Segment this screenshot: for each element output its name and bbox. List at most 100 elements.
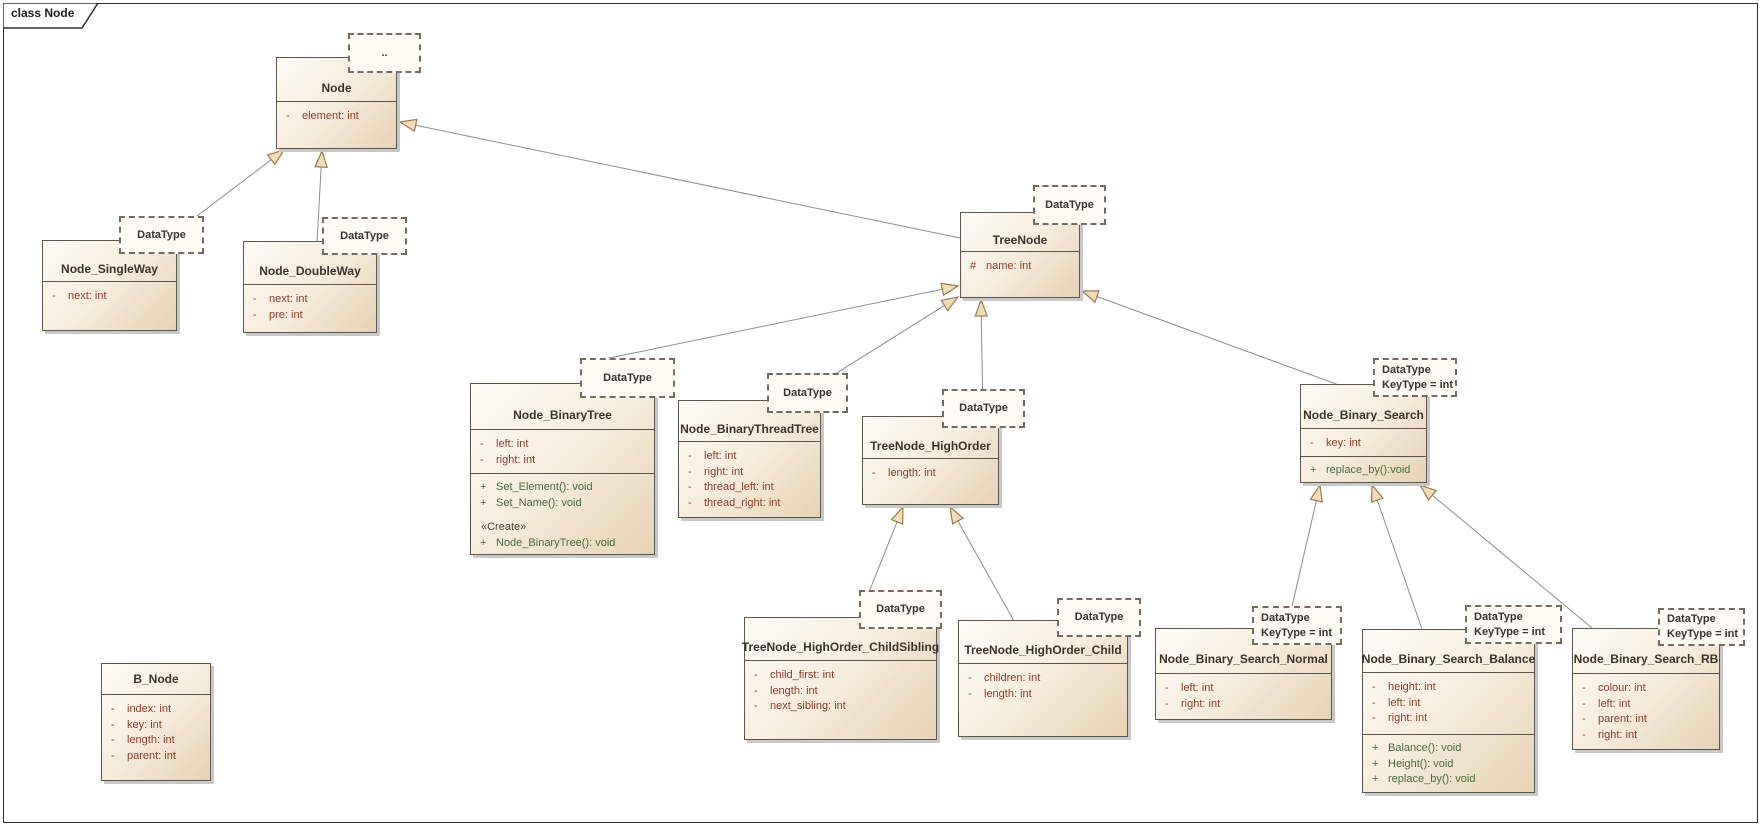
attribute-row[interactable]: -next: int — [244, 292, 376, 308]
attribute-row-text: element: int — [302, 110, 359, 122]
generalization-connector-balance-to-nbs[interactable] — [1370, 483, 1423, 630]
operation-row[interactable]: «Create» — [471, 520, 654, 536]
class-name-balance: Node_Binary_Search_Balance — [1361, 652, 1536, 666]
attributes-compartment: -left: int-right: int — [1156, 673, 1331, 712]
class-treenode[interactable]: TreeNode #name: int — [960, 212, 1080, 298]
template-parameter-box-node[interactable]: .. — [348, 33, 421, 73]
attribute-row[interactable]: -length: int — [863, 466, 998, 482]
generalization-connector-hochild-to-highorder[interactable] — [949, 505, 1015, 622]
attribute-row[interactable]: -child_first: int — [745, 668, 936, 684]
template-parameter-box-bthread[interactable]: DataType — [767, 373, 848, 413]
attribute-row[interactable]: -right: int — [471, 453, 654, 469]
template-parameter-box-hochild[interactable]: DataType — [1057, 598, 1141, 637]
generalization-connector-rb-to-nbs[interactable] — [1418, 483, 1593, 629]
attribute-row[interactable]: -parent: int — [102, 749, 210, 765]
generalization-connector-nbs-to-treenode[interactable] — [1080, 290, 1348, 389]
operation-row[interactable]: +replace_by(): void — [1363, 772, 1534, 788]
attribute-row[interactable]: -parent: int — [1573, 712, 1719, 728]
attribute-row[interactable]: -left: int — [471, 437, 654, 453]
operation-row-text: Set_Element(): void — [496, 481, 593, 493]
attribute-row-text: length: int — [770, 684, 818, 697]
operation-row[interactable]: +Height(): void — [1363, 757, 1534, 773]
stereotype-label: «Create» — [481, 521, 527, 533]
class-nbs[interactable]: Node_Binary_Search-key: int+replace_by()… — [1300, 384, 1427, 483]
class-highorder[interactable]: TreeNode_HighOrder-length: int — [862, 416, 999, 505]
attribute-row[interactable]: -left: int — [1573, 697, 1719, 713]
operation-row[interactable]: +replace_by():void — [1301, 463, 1426, 479]
operation-row-text: Height(): void — [1388, 757, 1454, 770]
generalization-connector-btree-to-treenode[interactable] — [589, 282, 960, 363]
attribute-row[interactable]: -right: int — [1156, 697, 1331, 713]
attribute-row[interactable]: -index: int — [102, 702, 210, 718]
attribute-row[interactable]: -left: int — [679, 449, 820, 465]
template-parameter-box-double[interactable]: DataType — [322, 217, 407, 255]
attributes-compartment: -colour: int-left: int-parent: int-right… — [1573, 673, 1719, 743]
class-btree[interactable]: Node_BinaryTree-left: int-right: int+Set… — [470, 383, 655, 555]
operation-row[interactable]: +Set_Element(): void — [471, 480, 654, 496]
class-balance[interactable]: Node_Binary_Search_Balance -height: int-l… — [1362, 629, 1535, 793]
attribute-row-text: next: int — [68, 290, 107, 302]
attribute-row[interactable]: -next: int — [43, 289, 176, 305]
attribute-row[interactable]: #name: int — [961, 259, 1079, 275]
attribute-row[interactable]: -thread_left: int — [679, 480, 820, 496]
attribute-row[interactable]: -length: int — [959, 687, 1127, 703]
attribute-row-text: name: int — [986, 260, 1032, 272]
template-parameter-text: DataType — [1382, 363, 1431, 376]
template-parameter-box-childsib[interactable]: DataType — [859, 590, 942, 629]
template-parameter-box-highorder[interactable]: DataType — [942, 389, 1025, 428]
attributes-compartment: -height: int-left: int-right: int — [1363, 672, 1534, 734]
attribute-row[interactable]: -key: int — [102, 718, 210, 734]
class-rb[interactable]: Node_Binary_Search_RB-colour: int-left: … — [1572, 628, 1720, 750]
attribute-row[interactable]: -element: int — [277, 109, 396, 125]
attribute-row[interactable]: -length: int — [745, 684, 936, 700]
attribute-row-text: index: int — [127, 703, 172, 715]
class-childsib[interactable]: TreeNode_HighOrder_ChildSibling-child_fi… — [742, 617, 939, 740]
generalization-connector-double-to-node[interactable] — [314, 149, 328, 244]
template-parameter-box-treenode[interactable]: DataType — [1033, 185, 1106, 225]
class-bnode[interactable]: B_Node-index: int-key: int-length: int-p… — [101, 663, 211, 781]
attribute-row[interactable]: -children: int — [959, 671, 1127, 687]
class-double[interactable]: Node_DoubleWay-next: int-pre: int — [243, 241, 377, 333]
visibility-marker: - — [111, 734, 115, 746]
attribute-row-text: right: int — [1598, 728, 1638, 741]
visibility-marker: - — [754, 684, 758, 697]
class-single[interactable]: Node_SingleWay-next: int — [42, 240, 177, 331]
attribute-row[interactable]: -left: int — [1363, 696, 1534, 712]
operation-row[interactable]: +Node_BinaryTree(): void — [471, 536, 654, 552]
attribute-row[interactable]: -next_sibling: int — [745, 699, 936, 715]
template-parameter-box-btree[interactable]: DataType — [580, 358, 675, 398]
generalization-connector-treenode-to-node[interactable] — [398, 118, 961, 239]
operation-row[interactable]: +Balance(): void — [1363, 741, 1534, 757]
operation-row-text: Balance(): void — [1388, 742, 1462, 754]
diagram-frame-tab — [3, 3, 99, 29]
template-parameter-text: DataType — [783, 386, 832, 399]
attribute-row[interactable]: -left: int — [1156, 681, 1331, 697]
class-bthread[interactable]: Node_BinaryThreadTree-left: int-right: i… — [678, 400, 821, 518]
attribute-row[interactable]: -right: int — [1363, 711, 1534, 727]
class-node[interactable]: Node-element: int — [276, 57, 397, 149]
visibility-marker: - — [1372, 681, 1376, 693]
attribute-row[interactable]: -colour: int — [1573, 681, 1719, 697]
template-parameter-box-single[interactable]: DataType — [119, 216, 204, 254]
attribute-row[interactable]: -height: int — [1363, 680, 1534, 696]
class-name-treenode: TreeNode — [992, 233, 1048, 247]
attributes-compartment: -children: int-length: int — [959, 663, 1127, 702]
visibility-marker: - — [286, 110, 290, 122]
attribute-row[interactable]: -pre: int — [244, 308, 376, 324]
class-hochild[interactable]: TreeNode_HighOrder_Child-children: int-l… — [958, 620, 1128, 737]
generalization-connector-normal-to-nbs[interactable] — [1286, 483, 1323, 629]
operation-row[interactable]: +Set_Name(): void — [471, 496, 654, 512]
attribute-row[interactable]: -key: int — [1301, 436, 1426, 452]
attribute-row[interactable]: -right: int — [679, 465, 820, 481]
attribute-row-text: next_sibling: int — [770, 700, 846, 712]
attribute-row-text: child_first: int — [770, 669, 835, 681]
attribute-row[interactable]: -right: int — [1573, 728, 1719, 744]
attribute-row[interactable]: -thread_right: int — [679, 496, 820, 512]
attribute-row[interactable]: -length: int — [102, 733, 210, 749]
template-parameter-text: DataType — [876, 603, 925, 615]
attribute-row-text: colour: int — [1598, 682, 1646, 694]
